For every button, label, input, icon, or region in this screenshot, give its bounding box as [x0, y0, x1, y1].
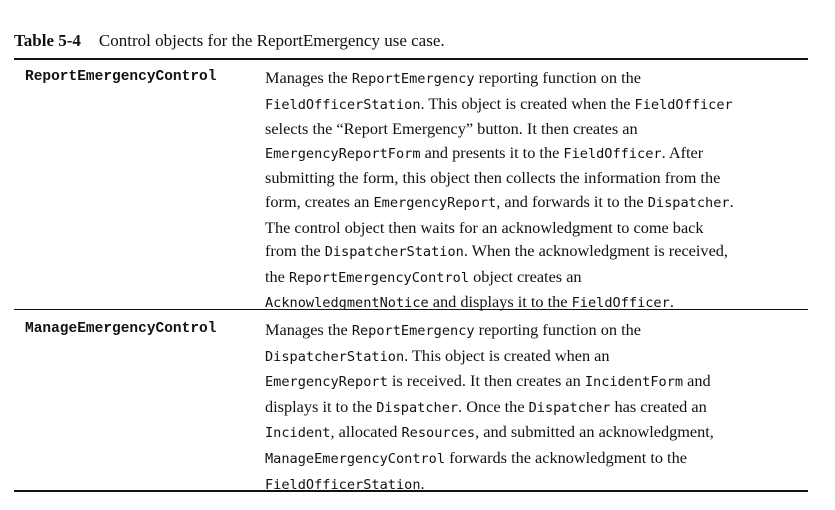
description-line: from the DispatcherStation. When the ack… — [265, 239, 815, 265]
text-run: and — [683, 371, 711, 391]
description-line: EmergencyReportForm and presents it to t… — [265, 141, 815, 167]
table-caption-text: Control objects for the ReportEmergency … — [98, 31, 445, 50]
text-run: reporting function on the — [474, 320, 641, 339]
text-run: . After — [661, 142, 704, 162]
text-run: form, creates an — [265, 191, 374, 211]
text-run: object creates an — [469, 266, 582, 286]
text-run: displays it to the — [265, 396, 377, 416]
text-run: is received. It then creates an — [387, 371, 585, 391]
text-run: reporting function on the — [474, 68, 641, 87]
code-identifier: FieldOfficerStation — [265, 476, 421, 493]
code-identifier: ReportEmergency — [351, 323, 475, 339]
code-identifier: AcknowledgmentNotice — [265, 295, 429, 312]
bottom-rule — [14, 490, 808, 492]
text-run: . — [669, 292, 674, 312]
description-line: DispatcherStation. This object is create… — [265, 344, 815, 370]
code-identifier: Incident — [265, 425, 331, 442]
description-line: ManageEmergencyControl forwards the ackn… — [265, 446, 815, 472]
text-run: Manages the — [265, 320, 352, 339]
text-run: . This object is created when the — [420, 93, 635, 113]
description-line: EmergencyReport is received. It then cre… — [265, 369, 815, 395]
code-identifier: EmergencyReport — [373, 194, 497, 211]
text-run: and presents it to the — [420, 142, 564, 162]
code-identifier: ReportEmergency — [351, 71, 475, 87]
description-line: FieldOfficerStation. This object is crea… — [265, 92, 815, 118]
description-line: The control object then waits for an ack… — [265, 216, 815, 240]
code-identifier: DispatcherStation — [324, 244, 464, 261]
code-identifier: Dispatcher — [647, 194, 730, 211]
description-line: displays it to the Dispatcher. Once the … — [265, 395, 815, 421]
text-run: . When the acknowledgment is received, — [463, 241, 729, 261]
text-run: Manages the — [265, 68, 352, 87]
code-identifier: ManageEmergencyControl — [265, 450, 446, 467]
text-run: , and submitted an acknowledgment, — [475, 422, 714, 442]
code-identifier: Dispatcher — [376, 399, 459, 416]
term-report-emergency-control: ReportEmergencyControl — [25, 69, 217, 85]
description-line: Incident, allocated Resources, and submi… — [265, 420, 815, 446]
text-run: submitting the form, this object then co… — [265, 168, 721, 188]
code-identifier: FieldOfficer — [571, 295, 670, 312]
text-run: . — [729, 191, 734, 211]
code-identifier: Dispatcher — [528, 399, 611, 416]
description-line: AcknowledgmentNotice and displays it to … — [265, 290, 815, 316]
description-manage-emergency-control: Manages the ReportEmergency reporting fu… — [265, 318, 815, 497]
description-line: Manages the ReportEmergency reporting fu… — [265, 66, 815, 92]
code-identifier: EmergencyReportForm — [265, 145, 421, 162]
description-line: Manages the ReportEmergency reporting fu… — [265, 318, 815, 344]
description-line: the ReportEmergencyControl object create… — [265, 265, 815, 291]
code-identifier: DispatcherStation — [265, 348, 405, 365]
text-run: . This object is created when an — [404, 345, 610, 365]
term-manage-emergency-control: ManageEmergencyControl — [25, 321, 217, 337]
code-identifier: IncidentForm — [584, 374, 684, 391]
description-line: form, creates an EmergencyReport, and fo… — [265, 190, 815, 216]
description-report-emergency-control: Manages the ReportEmergency reporting fu… — [265, 66, 815, 316]
table-number: Table 5-4 — [14, 31, 81, 50]
top-rule — [14, 58, 808, 60]
table-caption: Table 5-4 Control objects for the ReportE… — [14, 31, 445, 51]
text-run: . Once the — [458, 396, 529, 416]
text-run: the — [265, 266, 289, 286]
text-run: The control object then waits for an ack… — [265, 217, 704, 237]
text-run: , and forwards it to the — [496, 191, 648, 211]
code-identifier: Resources — [401, 425, 476, 442]
text-run: has created an — [610, 396, 707, 416]
text-run: and displays it to the — [428, 292, 572, 312]
code-identifier: ReportEmergencyControl — [288, 269, 470, 286]
text-run: selects the “Report Emergency” button. I… — [265, 119, 638, 139]
description-line: selects the “Report Emergency” button. I… — [265, 117, 815, 141]
text-run: , allocated — [330, 422, 402, 442]
description-line: submitting the form, this object then co… — [265, 166, 815, 190]
code-identifier: FieldOfficer — [634, 96, 733, 113]
code-identifier: FieldOfficer — [563, 145, 662, 162]
code-identifier: FieldOfficerStation — [265, 96, 421, 113]
text-run: from the — [265, 241, 325, 261]
code-identifier: EmergencyReport — [265, 374, 388, 391]
row-divider — [14, 309, 808, 310]
text-run: forwards the acknowledgment to the — [445, 447, 687, 467]
description-line: FieldOfficerStation. — [265, 472, 815, 498]
text-run: . — [420, 473, 425, 493]
